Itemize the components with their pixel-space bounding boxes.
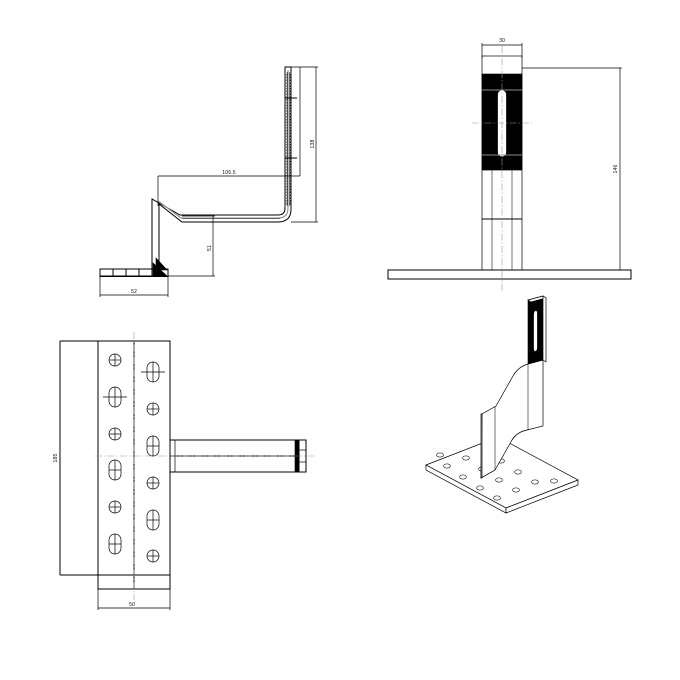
iso-blade-right-face — [542, 295, 547, 363]
dimension-label-52: 52 — [131, 289, 137, 295]
front-blade-notches — [285, 98, 297, 158]
plan-hole-column-left — [103, 353, 127, 555]
iso-hole — [493, 495, 501, 501]
front-blade-slot-hatch — [285, 72, 291, 206]
dimension-label-185: 185 — [53, 454, 59, 463]
iso-hole — [462, 455, 470, 461]
front-baseplate — [100, 269, 168, 277]
iso-hole — [436, 452, 444, 458]
iso-arm-plate-joint — [480, 469, 496, 479]
dimension-base-length: 52 — [99, 276, 169, 297]
dimension-plate-length: 185 — [53, 341, 61, 575]
front-bracket-outer-profile — [100, 67, 291, 276]
iso-hole — [459, 474, 467, 480]
iso-hole — [531, 479, 539, 485]
iso-hole — [512, 487, 520, 493]
dimension-label-30: 30 — [499, 38, 505, 44]
iso-baseplate-right-face — [505, 479, 579, 514]
dimension-rise-height: 51 — [168, 215, 215, 277]
iso-blade-slot — [533, 310, 538, 352]
dimension-post-width: 30 — [481, 38, 523, 58]
dimension-label-51: 51 — [207, 245, 213, 251]
dimension-label-50: 50 — [129, 602, 135, 608]
dimension-label-138: 138 — [310, 140, 316, 149]
iso-hole — [550, 478, 558, 484]
view-side-elevation: 30 146 — [388, 38, 631, 292]
dimension-label-106-5: 106.5 — [222, 170, 235, 176]
iso-hole — [476, 485, 484, 491]
iso-hole — [495, 477, 503, 483]
plan-hole-column-right — [141, 361, 165, 563]
iso-hole — [514, 469, 522, 475]
dimension-vertical-height: 138 — [291, 66, 318, 223]
view-front-elevation: 106.5 138 51 52 — [100, 67, 318, 297]
iso-hole — [443, 463, 451, 469]
dimension-plate-width: 50 — [97, 589, 171, 610]
side-baseplate — [388, 270, 631, 279]
dimension-horizontal-reach: 106.5 — [157, 67, 301, 206]
front-blade-inner-edge — [157, 70, 289, 219]
view-isometric — [425, 295, 579, 514]
iso-arm-fold-lines — [494, 364, 529, 470]
dimension-overall-height: 146 — [522, 67, 622, 270]
dimension-label-146: 146 — [613, 165, 619, 174]
front-bend-gusset-2 — [155, 257, 168, 271]
view-plan: 185 50 — [53, 332, 315, 610]
iso-arm-left-flank — [480, 413, 483, 479]
